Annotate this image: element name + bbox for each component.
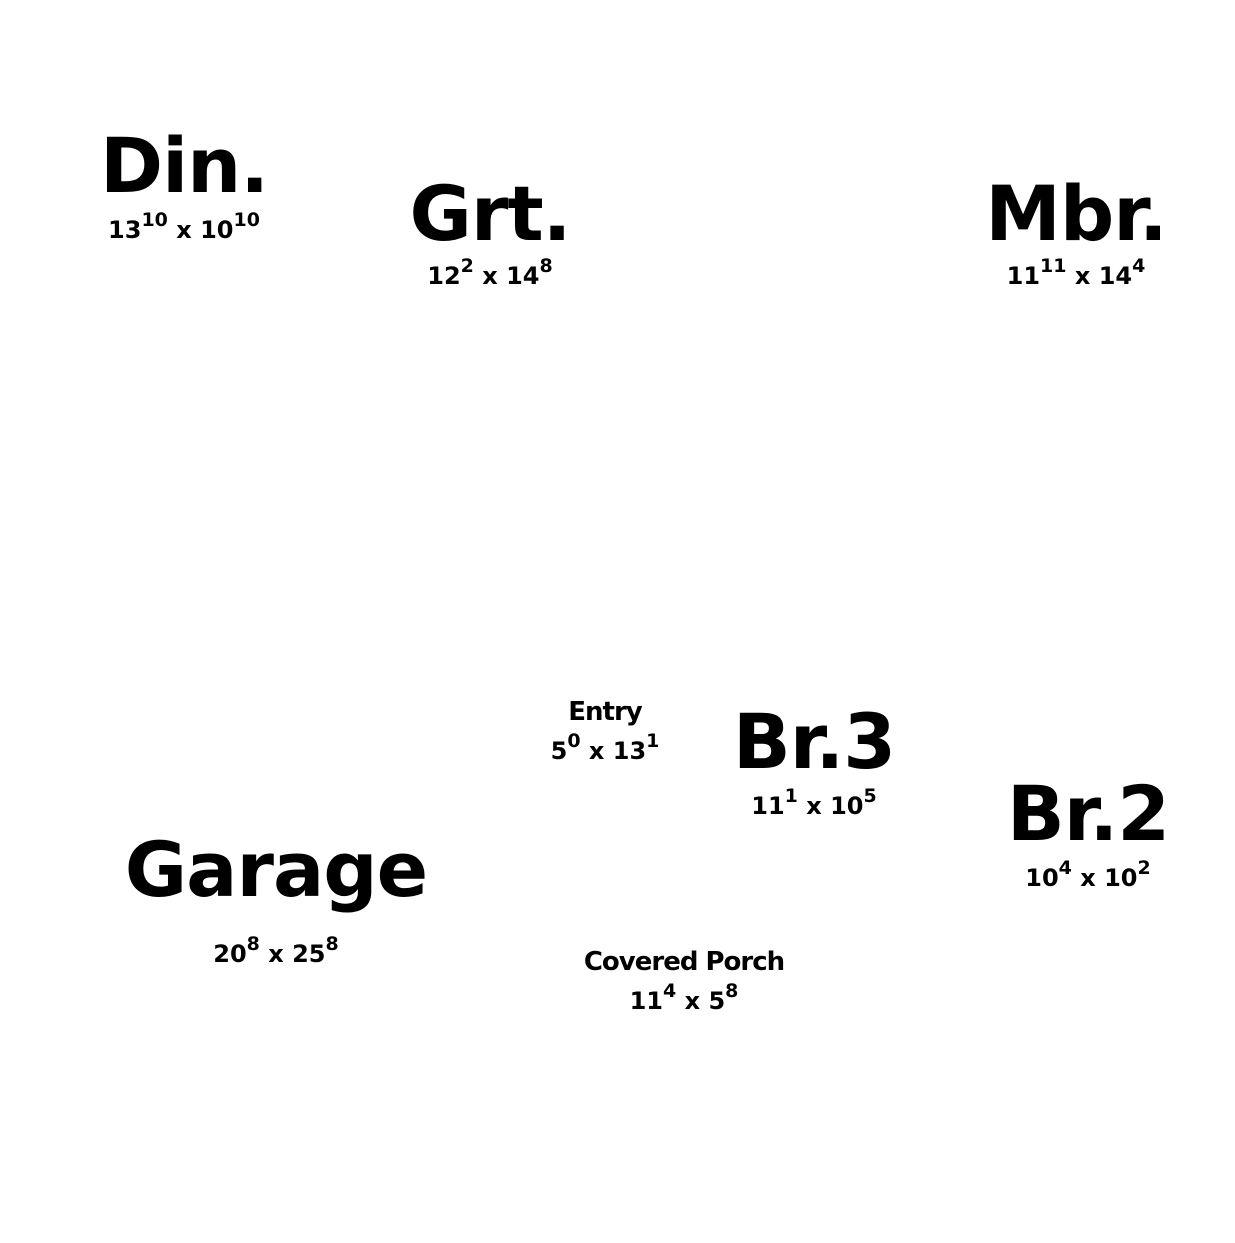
width-feet: 11	[629, 986, 664, 1015]
room-name: Br.2	[1006, 769, 1170, 858]
room-label-great-room: Grt. 122 x 148	[406, 169, 574, 290]
length-inches: 2	[1137, 857, 1151, 879]
width-feet: 10	[1025, 864, 1059, 892]
room-dimensions: 208 x 258	[118, 935, 434, 968]
room-dimensions: 50 x 131	[545, 731, 665, 765]
room-name: Din.	[100, 121, 269, 210]
room-dimensions: 111 x 105	[724, 787, 904, 820]
dimension-separator: x	[806, 792, 822, 820]
room-label-bedroom-2: Br.2 104 x 102	[998, 769, 1178, 892]
width-inches: 0	[567, 729, 581, 752]
dimension-separator: x	[684, 986, 701, 1015]
length-inches: 4	[1132, 255, 1146, 277]
room-dimensions: 122 x 148	[406, 257, 574, 290]
dimension-separator: x	[268, 940, 284, 968]
dimension-separator: x	[176, 216, 192, 244]
length-feet: 5	[708, 986, 726, 1015]
width-feet: 11	[1006, 262, 1041, 290]
room-dimensions: 1310 x 1010	[100, 211, 268, 244]
width-inches: 11	[1040, 255, 1067, 277]
room-label-dining: Din. 1310 x 1010	[100, 121, 269, 244]
length-inches: 1	[646, 729, 660, 752]
dimension-separator: x	[588, 736, 605, 765]
room-name: Mbr.	[985, 169, 1168, 258]
length-feet: 10	[830, 792, 864, 820]
length-feet: 13	[612, 736, 647, 765]
room-label-master-bedroom: Mbr. 1111 x 144	[980, 169, 1172, 290]
room-label-garage: Garage 208 x 258	[118, 825, 434, 968]
dimension-separator: x	[482, 262, 498, 290]
room-label-entry: Entry 50 x 131	[545, 698, 665, 763]
length-feet: 14	[506, 262, 540, 290]
length-feet: 10	[200, 216, 234, 244]
room-label-covered-porch: Covered Porch 114 x 58	[570, 948, 798, 1013]
length-inches: 8	[725, 979, 739, 1002]
dimension-separator: x	[1080, 864, 1096, 892]
length-inches: 8	[325, 933, 339, 955]
length-feet: 10	[1104, 864, 1138, 892]
length-feet: 14	[1098, 262, 1133, 290]
length-inches: 5	[863, 785, 877, 807]
room-dimensions: 114 x 58	[570, 981, 798, 1015]
width-inches: 10	[141, 209, 168, 231]
length-inches: 10	[233, 209, 260, 231]
room-dimensions: 1111 x 144	[980, 257, 1172, 290]
width-inches: 4	[1058, 857, 1072, 879]
room-name: Br.3	[732, 697, 896, 786]
width-feet: 20	[213, 940, 247, 968]
width-feet: 12	[427, 262, 461, 290]
room-name: Grt.	[409, 169, 571, 258]
width-inches: 8	[246, 933, 260, 955]
room-name: Entry	[568, 697, 642, 727]
room-name: Garage	[124, 825, 428, 914]
length-feet: 25	[292, 940, 326, 968]
width-inches: 1	[784, 785, 798, 807]
length-inches: 8	[539, 255, 553, 277]
room-label-bedroom-3: Br.3 111 x 105	[724, 697, 904, 820]
room-name: Covered Porch	[583, 947, 785, 977]
width-inches: 2	[460, 255, 474, 277]
width-inches: 4	[663, 979, 677, 1002]
width-feet: 11	[751, 792, 785, 820]
dimension-separator: x	[1074, 262, 1091, 290]
width-feet: 5	[550, 736, 568, 765]
width-feet: 13	[108, 216, 142, 244]
room-dimensions: 104 x 102	[998, 859, 1178, 892]
